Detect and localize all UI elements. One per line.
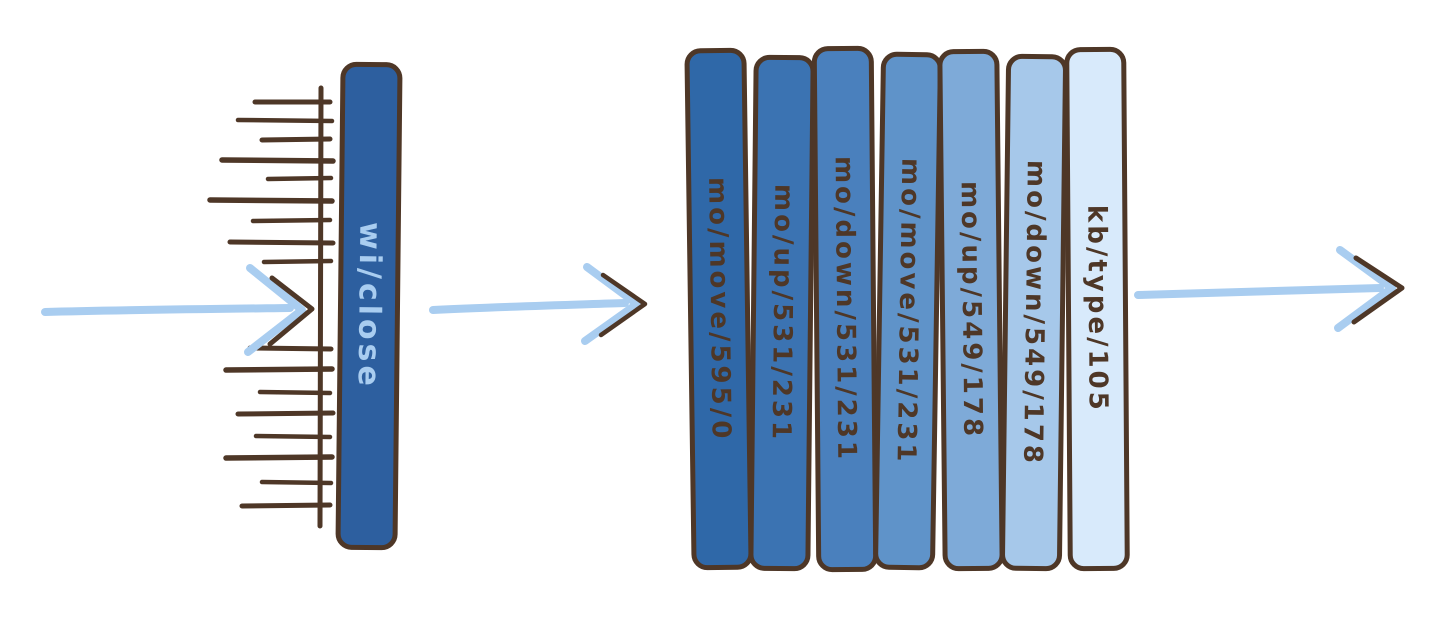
event-card: mo/up/531/231 (748, 54, 816, 572)
filter-bar: wi/close (335, 61, 403, 551)
event-card: mo/down/549/178 (999, 53, 1069, 572)
arrow-filter-to-events (429, 263, 648, 345)
event-card-label: mo/move/531/231 (890, 157, 926, 465)
event-card-label: mo/up/531/231 (765, 183, 799, 443)
event-card-label: kb/type/105 (1081, 204, 1113, 413)
event-card: mo/down/531/231 (811, 45, 879, 573)
event-card: mo/move/531/231 (872, 51, 944, 571)
event-card-label: mo/down/549/178 (1017, 159, 1051, 466)
event-card-label: mo/move/595/0 (702, 176, 736, 442)
event-card: mo/up/549/178 (937, 48, 1005, 572)
event-card: kb/type/105 (1064, 46, 1130, 572)
event-card: mo/move/595/0 (684, 47, 754, 571)
event-card-label: mo/down/531/231 (828, 155, 862, 463)
arrow-out (1134, 246, 1405, 332)
arrow-into-filter (41, 264, 315, 356)
incoming-events-hatch (207, 85, 336, 529)
event-card-label: mo/up/549/178 (954, 180, 988, 440)
filter-bar-label: wi/close (350, 221, 388, 391)
